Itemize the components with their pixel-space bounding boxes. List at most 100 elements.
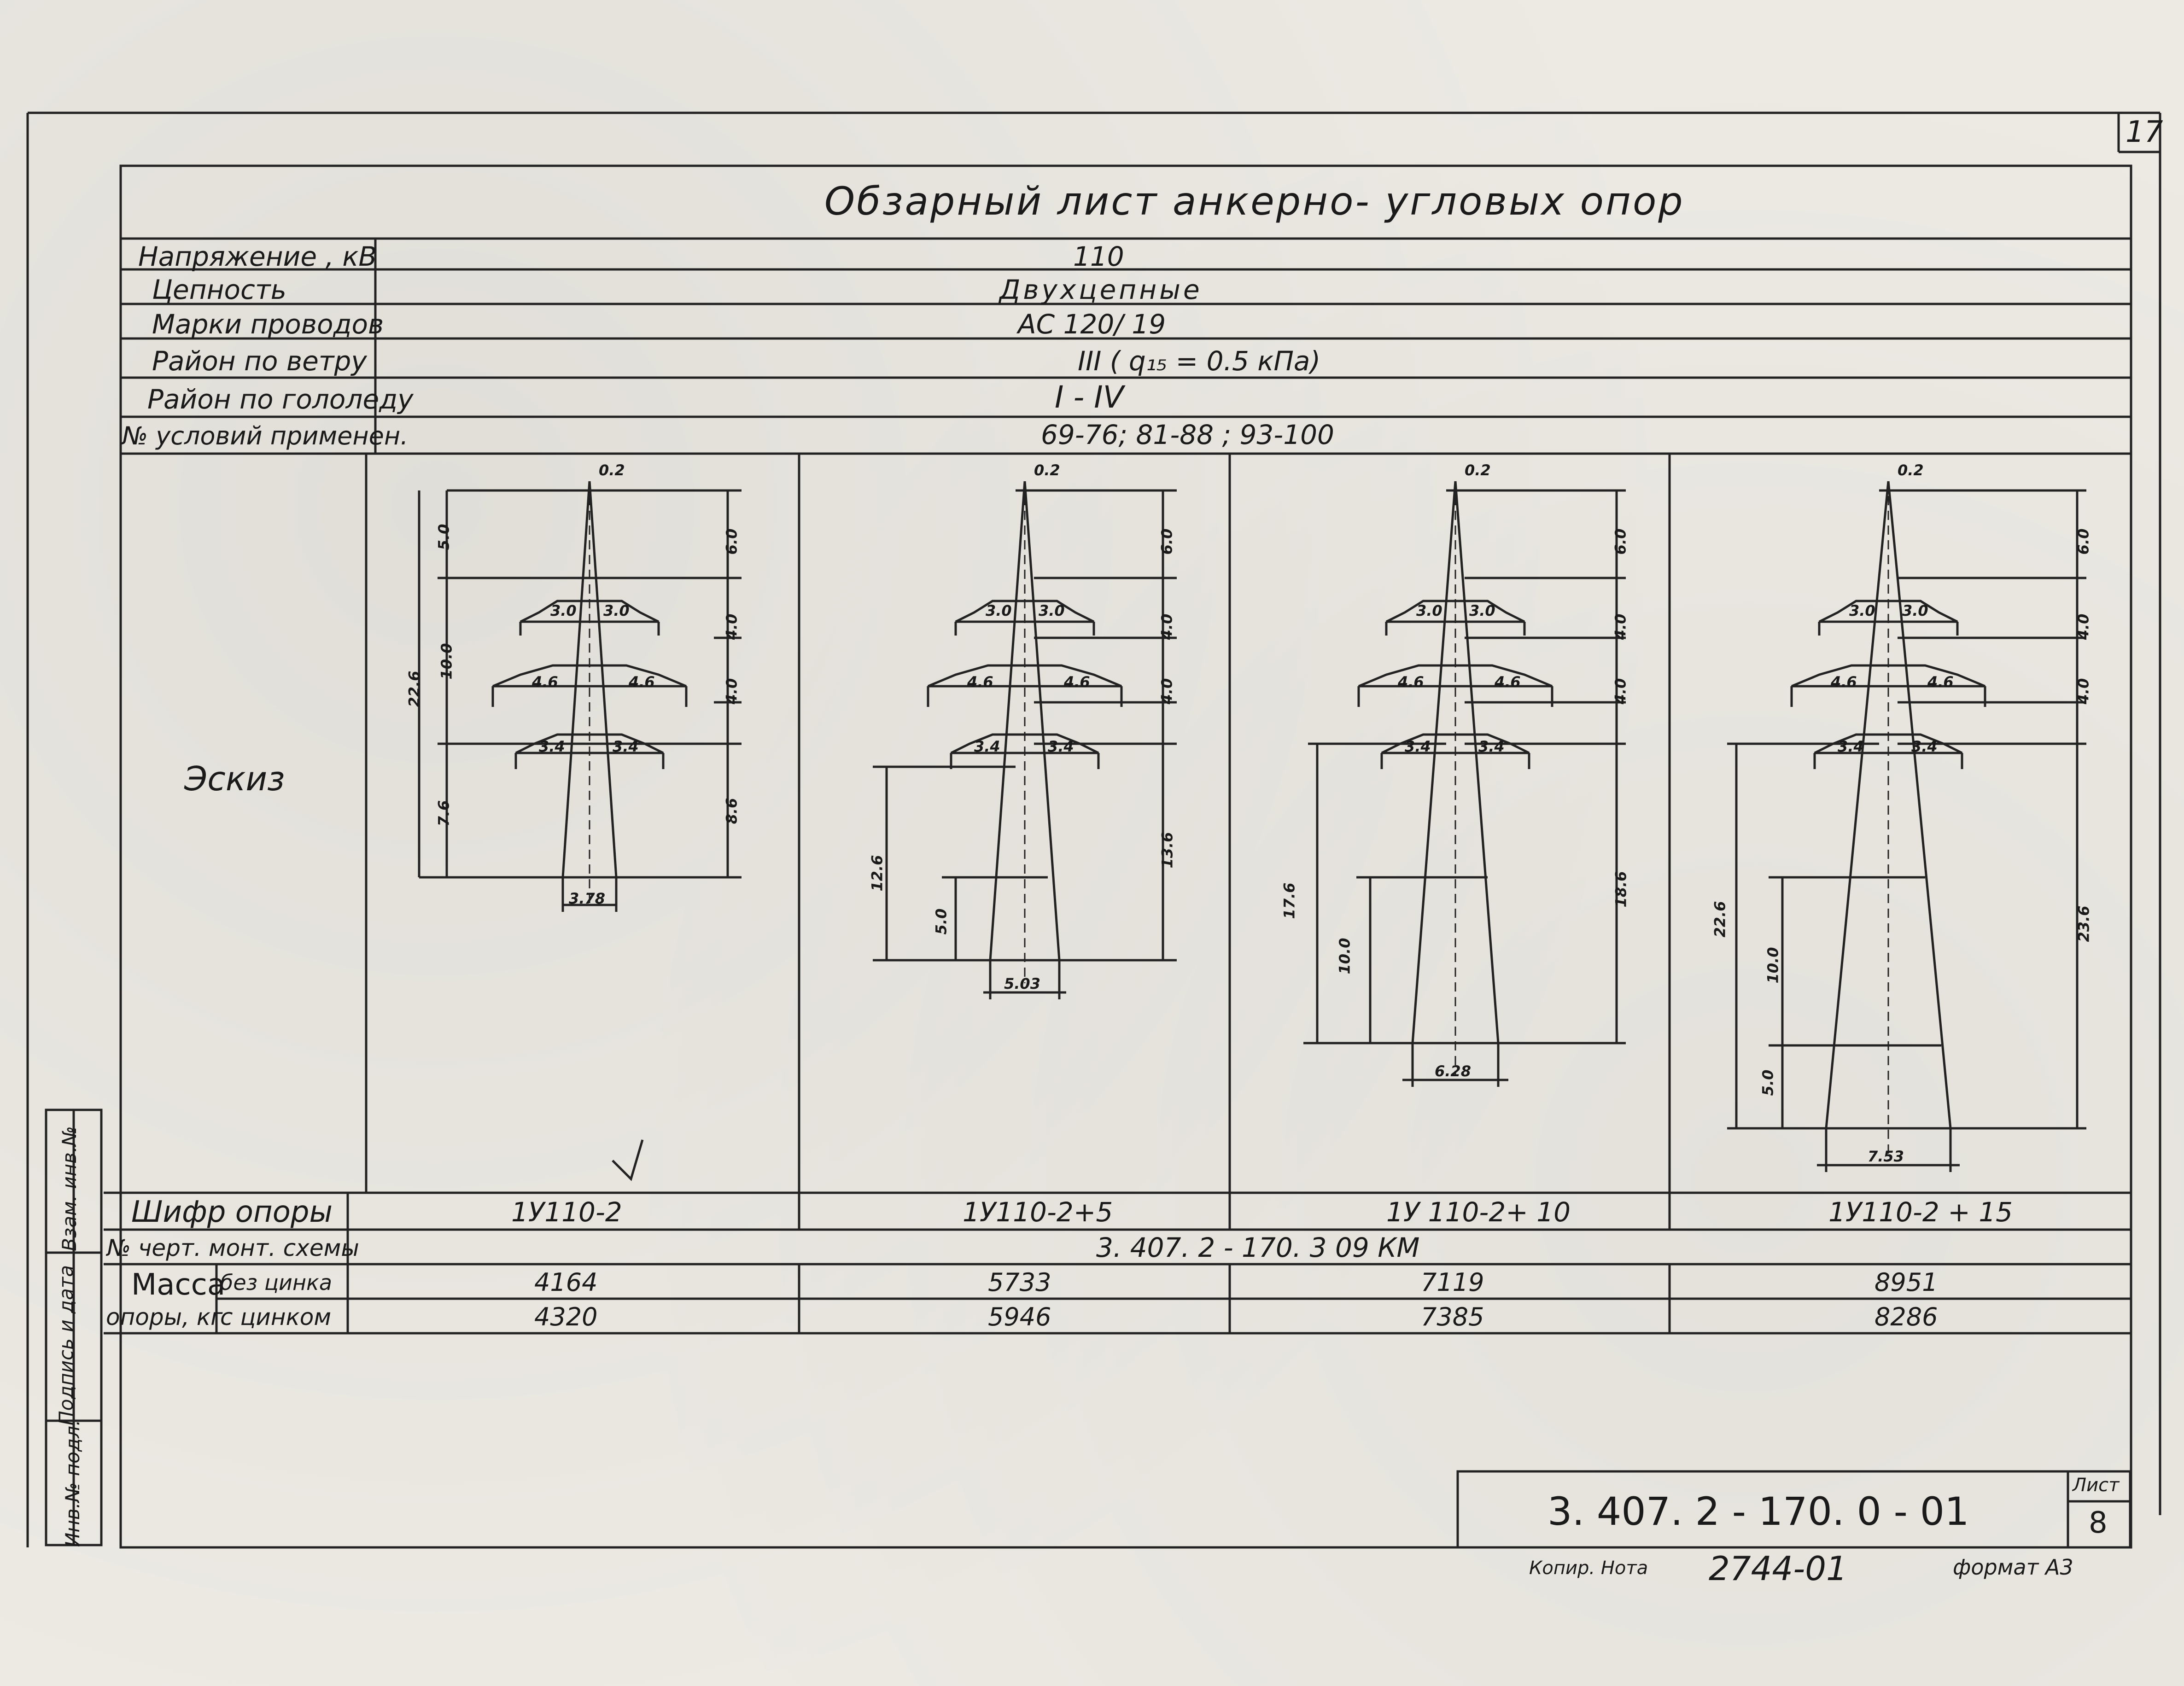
t3-arm1-r: 3.0 xyxy=(1469,602,1495,619)
t3-dim-right-2: 4.0 xyxy=(1612,678,1629,705)
t3-dim-right-0: 6.0 xyxy=(1612,528,1629,555)
param-label-conditions: № условий применен. xyxy=(122,421,409,450)
sheet-number: 8 xyxy=(2089,1506,2108,1540)
param-value-conditions: 69-76; 81-88 ; 93-100 xyxy=(1041,419,1334,450)
t4-dim-right-1: 4.0 xyxy=(2074,613,2092,640)
t4-arm2-l: 4.6 xyxy=(1831,673,1857,691)
param-label-wind: Район по ветру xyxy=(152,345,367,377)
t2-dim-right-2: 4.0 xyxy=(1158,678,1176,705)
t1-dim-left-upper: 5.0 xyxy=(435,524,453,550)
t1-dim-left-total: 22.6 xyxy=(405,671,423,707)
t4-dim-right-3: 23.6 xyxy=(2075,905,2093,942)
sheet-label: Лист xyxy=(2073,1475,2120,1496)
t3-arm3-r: 3.4 xyxy=(1478,738,1505,755)
support-2-mass-zinc: 5946 xyxy=(988,1302,1051,1331)
t3-arm3-l: 3.4 xyxy=(1405,738,1431,755)
t2-arm3-l: 3.4 xyxy=(974,738,1000,755)
t3-dim-top: 0.2 xyxy=(1465,461,1491,479)
support-4-mass-zinc: 8286 xyxy=(1875,1302,1938,1331)
t1-dim-right-2: 4.0 xyxy=(723,678,741,705)
t3-dim-left-low: 10.0 xyxy=(1336,938,1354,974)
mass-label-1: Масса xyxy=(131,1268,226,1302)
drawing-number: 3. 407. 2 - 170. 3 09 КМ xyxy=(1096,1232,1420,1263)
t4-arm1-l: 3.0 xyxy=(1849,602,1875,619)
t1-dim-top: 0.2 xyxy=(599,461,625,479)
support-1-mass-no-zinc: 4164 xyxy=(534,1268,598,1297)
t2-dim-left-low: 5.0 xyxy=(932,908,950,935)
archive-number: 2744-01 xyxy=(1709,1549,1847,1588)
t4-arm3-l: 3.4 xyxy=(1838,738,1864,755)
t4-dim-left-mid: 10.0 xyxy=(1764,947,1782,984)
support-1-mass-zinc: 4320 xyxy=(534,1302,598,1331)
t2-arm1-l: 3.0 xyxy=(986,602,1012,619)
support-2-mass-no-zinc: 5733 xyxy=(988,1268,1051,1297)
row-drawing-label: № черт. монт. схемы xyxy=(107,1235,359,1261)
side-stamp-inv: Инв.№ подл. xyxy=(61,1419,84,1547)
t1-dim-right-1: 4.0 xyxy=(723,613,741,640)
t3-dim-left-total: 17.6 xyxy=(1280,882,1298,919)
t2-dim-right-3: 13.6 xyxy=(1158,832,1176,869)
t2-dim-right-1: 4.0 xyxy=(1158,613,1176,640)
t1-base: 3.78 xyxy=(569,890,605,907)
format-label: формат А3 xyxy=(1953,1555,2073,1580)
row-cipher-label: Шифр опоры xyxy=(131,1195,333,1229)
t3-dim-right-1: 4.0 xyxy=(1612,613,1629,640)
param-value-ice: I - IV xyxy=(1055,379,1124,415)
page-title: Обзарный лист анкерно- угловых опор xyxy=(824,179,1685,224)
t4-arm1-r: 3.0 xyxy=(1902,602,1928,619)
copied-label: Копир. Нота xyxy=(1529,1558,1648,1579)
t2-arm1-r: 3.0 xyxy=(1039,602,1065,619)
t1-arm1-r: 3.0 xyxy=(603,602,630,619)
t4-dim-left-total: 22.6 xyxy=(1711,901,1729,938)
t2-dim-top: 0.2 xyxy=(1034,461,1060,479)
t2-arm2-r: 4.6 xyxy=(1064,673,1090,691)
param-value-wires: АС 120/ 19 xyxy=(1018,309,1166,340)
t2-arm3-r: 3.4 xyxy=(1048,738,1074,755)
param-label-voltage: Напряжение , кВ xyxy=(138,241,377,272)
param-value-wind: III ( q₁₅ = 0.5 кПа) xyxy=(1078,345,1321,377)
sketch-label: Эскиз xyxy=(184,759,285,798)
t1-arm1-l: 3.0 xyxy=(550,602,577,619)
support-2-cipher: 1У110-2+5 xyxy=(963,1196,1113,1228)
t4-arm3-r: 3.4 xyxy=(1911,738,1938,755)
t2-dim-right-0: 6.0 xyxy=(1158,528,1176,555)
support-3-mass-zinc: 7385 xyxy=(1421,1302,1484,1331)
support-4-cipher: 1У110-2 + 15 xyxy=(1828,1196,2013,1228)
side-stamp-replace: Взам. инв.№ xyxy=(58,1126,81,1251)
param-label-ice: Район по гололеду xyxy=(147,384,414,415)
t1-dim-right-0: 6.0 xyxy=(723,528,741,555)
side-stamp-signature: Подпись и дата xyxy=(54,1265,77,1425)
corner-sheet-number: 17 xyxy=(2126,115,2163,149)
t4-dim-right-0: 6.0 xyxy=(2074,528,2092,555)
t4-dim-top: 0.2 xyxy=(1898,461,1924,479)
t1-arm2-l: 4.6 xyxy=(532,673,558,691)
support-4-mass-no-zinc: 8951 xyxy=(1875,1268,1938,1297)
support-3-mass-no-zinc: 7119 xyxy=(1421,1268,1484,1297)
t4-base: 7.53 xyxy=(1868,1148,1904,1165)
t3-arm2-l: 4.6 xyxy=(1398,673,1424,691)
t1-dim-left-mid: 10.0 xyxy=(438,643,455,680)
param-label-wires: Марки проводов xyxy=(152,309,384,340)
t1-arm3-r: 3.4 xyxy=(613,738,639,755)
param-value-voltage: 110 xyxy=(1073,241,1124,272)
stamp-code: 3. 407. 2 - 170. 0 - 01 xyxy=(1547,1489,1969,1534)
t4-dim-right-2: 4.0 xyxy=(2074,678,2092,705)
t2-dim-left-total: 12.6 xyxy=(868,855,886,892)
t3-base: 6.28 xyxy=(1435,1062,1471,1080)
t3-arm2-r: 4.6 xyxy=(1495,673,1521,691)
t4-dim-left-low: 5.0 xyxy=(1759,1069,1777,1096)
zinc-label: с цинком xyxy=(220,1304,332,1330)
param-value-circuits: Двухцепные xyxy=(999,274,1203,305)
t4-arm2-r: 4.6 xyxy=(1927,673,1954,691)
t3-dim-right-3: 18.6 xyxy=(1612,871,1630,908)
mass-label-2: опоры, кг xyxy=(106,1304,223,1330)
param-label-circuits: Цепность xyxy=(152,274,286,305)
no-zinc-label: без цинка xyxy=(220,1270,333,1295)
t2-base: 5.03 xyxy=(1004,975,1040,992)
support-1-cipher: 1У110-2 xyxy=(511,1196,622,1228)
t1-dim-left-low: 7.6 xyxy=(435,800,453,827)
t1-arm3-l: 3.4 xyxy=(539,738,565,755)
